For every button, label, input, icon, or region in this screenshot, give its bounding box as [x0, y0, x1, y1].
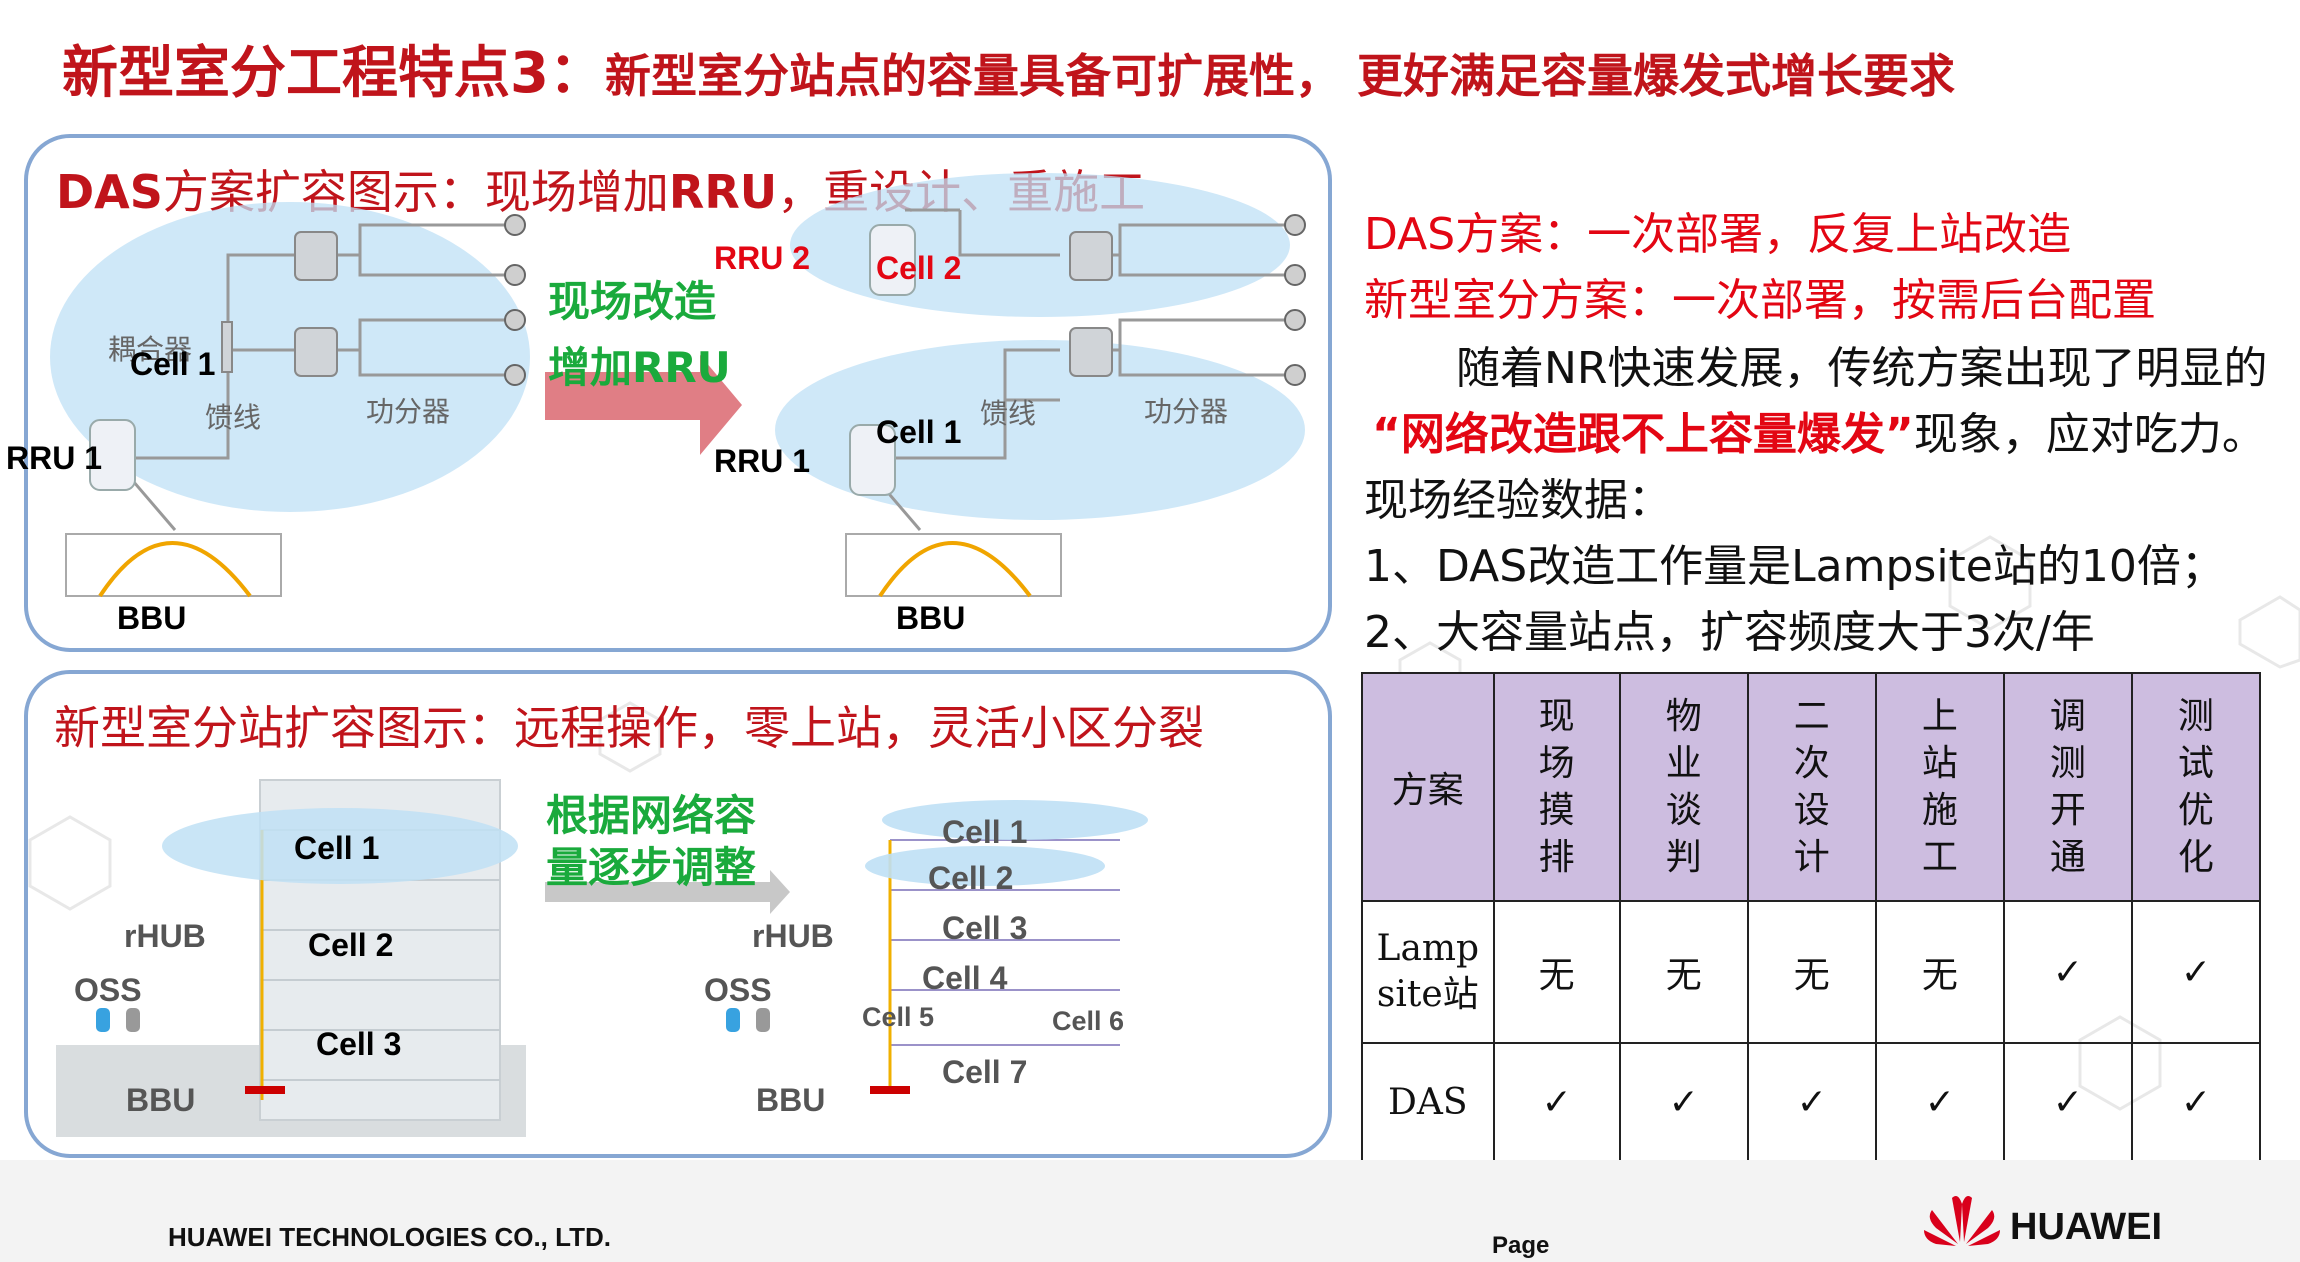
header-optimization: 测试优化 — [2176, 693, 2216, 881]
huawei-logo-icon — [1922, 1190, 2002, 1250]
header-redesign: 二次设计 — [1792, 693, 1832, 881]
bbu-label-new-left: BBU — [126, 1082, 195, 1119]
split-cell7: Cell 7 — [942, 1054, 1027, 1091]
lampsite-cell: 无 — [1620, 901, 1748, 1043]
das-check-red: ✓ — [1620, 1043, 1748, 1161]
new-scheme-line: 新型室分方案：一次部署，按需后台配置 — [1364, 264, 2156, 328]
new-arrow-text-2: 量逐步调整 — [546, 834, 756, 895]
paragraph-tail: 现象，应对吃力。 — [1914, 409, 2266, 460]
experience-item-2: 2、大容量站点，扩容频度大于3次/年 — [1364, 596, 2095, 660]
das-check-red: ✓ — [1876, 1043, 2004, 1161]
split-cell3: Cell 3 — [942, 910, 1027, 947]
das-scheme-line: DAS方案：一次部署，反复上站改造 — [1364, 198, 2071, 262]
das-check-red: ✓ — [1748, 1043, 1876, 1161]
rhub-label-left: rHUB — [124, 918, 206, 955]
table-row: Lampsite站 无 无 无 无 ✓ ✓ — [1362, 901, 2260, 1043]
comparison-table: 方案 现场摸排 物业谈判 二次设计 上站施工 调测开通 测试优化 Lampsit… — [1361, 672, 2261, 1162]
das-check-red: ✓ — [1494, 1043, 1620, 1161]
bbu-bar-right — [870, 1086, 910, 1094]
lampsite-cell: 无 — [1494, 901, 1620, 1043]
experience-heading: 现场经验数据： — [1364, 464, 1672, 528]
bbu-bar-left — [245, 1086, 285, 1094]
oss-label-left: OSS — [74, 972, 142, 1009]
lampsite-cell: 无 — [1876, 901, 2004, 1043]
header-commissioning: 调测开通 — [2048, 693, 2088, 881]
split-cell6: Cell 6 — [1052, 1006, 1124, 1037]
oss-icon — [726, 1008, 740, 1032]
oss-icon — [96, 1008, 110, 1032]
row-name-das: DAS — [1362, 1043, 1494, 1161]
experience-item-1: 1、DAS改造工作量是Lampsite站的10倍； — [1364, 530, 2225, 594]
paragraph-line2: “网络改造跟不上容量爆发”现象，应对吃力。 — [1372, 398, 2266, 462]
oss-label-right: OSS — [704, 972, 772, 1009]
quote-text: “网络改造跟不上容量爆发” — [1372, 409, 1914, 460]
table-row: DAS ✓ ✓ ✓ ✓ ✓ ✓ — [1362, 1043, 2260, 1161]
rhub-label-right: rHUB — [752, 918, 834, 955]
footer-page: Page — [1492, 1232, 1549, 1260]
lampsite-check: ✓ — [2004, 901, 2132, 1043]
lampsite-cell: 无 — [1748, 901, 1876, 1043]
oss-icon — [126, 1008, 140, 1032]
das-check: ✓ — [2004, 1043, 2132, 1161]
das-check: ✓ — [2132, 1043, 2260, 1161]
header-property-negotiation: 物业谈判 — [1664, 693, 1704, 881]
footer-company: HUAWEI TECHNOLOGIES CO., LTD. — [168, 1222, 611, 1253]
paragraph-line1: 随着NR快速发展，传统方案出现了明显的 — [1456, 332, 2268, 396]
new-cell2-left: Cell 2 — [308, 927, 393, 964]
oss-icon — [756, 1008, 770, 1032]
split-cell1: Cell 1 — [942, 814, 1027, 851]
row-name-lampsite: Lampsite站 — [1368, 926, 1488, 1018]
split-cell4: Cell 4 — [922, 960, 1007, 997]
header-site-survey: 现场摸排 — [1537, 693, 1577, 881]
split-cell5: Cell 5 — [862, 1002, 934, 1033]
new-cell1-left: Cell 1 — [294, 830, 379, 867]
split-cell2: Cell 2 — [928, 860, 1013, 897]
header-onsite-construction: 上站施工 — [1920, 693, 1960, 881]
huawei-logo-text: HUAWEI — [2010, 1206, 2162, 1249]
header-scheme: 方案 — [1362, 673, 1494, 901]
bbu-label-new-right: BBU — [756, 1082, 825, 1119]
lampsite-check: ✓ — [2132, 901, 2260, 1043]
new-cell3-left: Cell 3 — [316, 1026, 401, 1063]
table-header-row: 方案 现场摸排 物业谈判 二次设计 上站施工 调测开通 测试优化 — [1362, 673, 2260, 901]
